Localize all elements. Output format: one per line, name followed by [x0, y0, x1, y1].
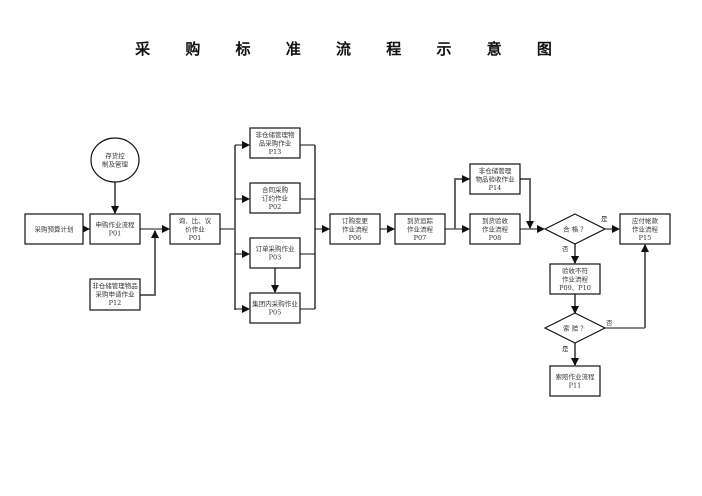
node-label-line: 索 赔 ？ [563, 323, 587, 332]
node-label-line: 存货控 [105, 151, 125, 160]
node-label-line: P01 [109, 230, 122, 238]
decision-claim: 索 赔 ？ [543, 312, 607, 344]
node-label-line: 集团内采购作业 [252, 299, 298, 308]
node-label-line: 到货验收 [482, 216, 509, 225]
node-label-line: P02 [269, 203, 282, 211]
node-label-line: 应付帐款 [632, 216, 659, 225]
node-label-line: 采购预算计划 [35, 224, 74, 233]
node-label-line: 申购作业流程 [96, 220, 136, 229]
label-qualified-yes: 是 [601, 215, 608, 223]
node-budget: 采购预算计划 [24, 213, 84, 245]
node-label-line: 合 格 ？ [563, 224, 587, 233]
node-label-line: 询、比、议 [179, 216, 212, 225]
node-label-line: 到货追踪 [407, 216, 434, 225]
node-label-line: P14 [489, 184, 502, 192]
node-label-line: 价作业 [185, 224, 205, 233]
node-label-line: P12 [109, 299, 122, 307]
node-label-line: 订约作业 [262, 193, 289, 202]
edge-p14-qualified [520, 178, 534, 229]
node-label-line: 索赔作业流程 [556, 372, 596, 381]
node-label-line: P07 [414, 234, 427, 242]
node-label-line: 非仓储管理 [479, 166, 512, 175]
label-qualified-no: 否 [562, 245, 569, 253]
label-claim-no: 否 [606, 319, 613, 327]
chart-title: 采 购 标 准 流 程 示 意 图 [135, 40, 567, 58]
node-label-line: P15 [639, 234, 652, 242]
node-label-line: 验收不符 [562, 266, 589, 275]
node-label-line: 作业流程 [342, 224, 369, 233]
node-label-line: 作业流程 [482, 224, 509, 233]
node-label-line: P08 [489, 234, 502, 242]
node-label-line: P01 [189, 234, 202, 242]
node-label-line: 非仓储管理物品 [92, 281, 138, 290]
node-label-line: 合同采购 [262, 185, 289, 194]
node-label-line: P13 [269, 148, 282, 156]
edge-nonstock-inquiry [140, 230, 159, 296]
node-label-line: P05 [269, 309, 282, 317]
node-label-line: 订单采购作业 [256, 244, 296, 253]
node-label-line: P06 [349, 234, 362, 242]
node-label-line: 非仓储管理物 [256, 130, 296, 139]
node-label-line: 订购变更 [342, 216, 369, 225]
node-label-line: 采购申请作业 [96, 289, 136, 298]
edge-p07-p14 [454, 175, 470, 229]
node-label-line: P03 [269, 254, 282, 262]
node-label-line: P09、P10 [559, 284, 591, 292]
node-label-line: 品采购作业 [259, 138, 292, 147]
decision-qualified: 合 格 ？ [543, 213, 607, 245]
label-claim-yes: 是 [562, 345, 569, 353]
node-label-line: 物品验收作业 [476, 174, 516, 183]
node-label-line: 作业流程 [562, 274, 589, 283]
edges-to-right-bus [300, 144, 315, 310]
connectors [82, 141, 649, 366]
node-label-line: 制及管理 [102, 160, 129, 169]
node-label-line: 作业流程 [632, 224, 659, 233]
node-label-line: P11 [569, 382, 582, 390]
node-label-line: 作业流程 [407, 224, 434, 233]
